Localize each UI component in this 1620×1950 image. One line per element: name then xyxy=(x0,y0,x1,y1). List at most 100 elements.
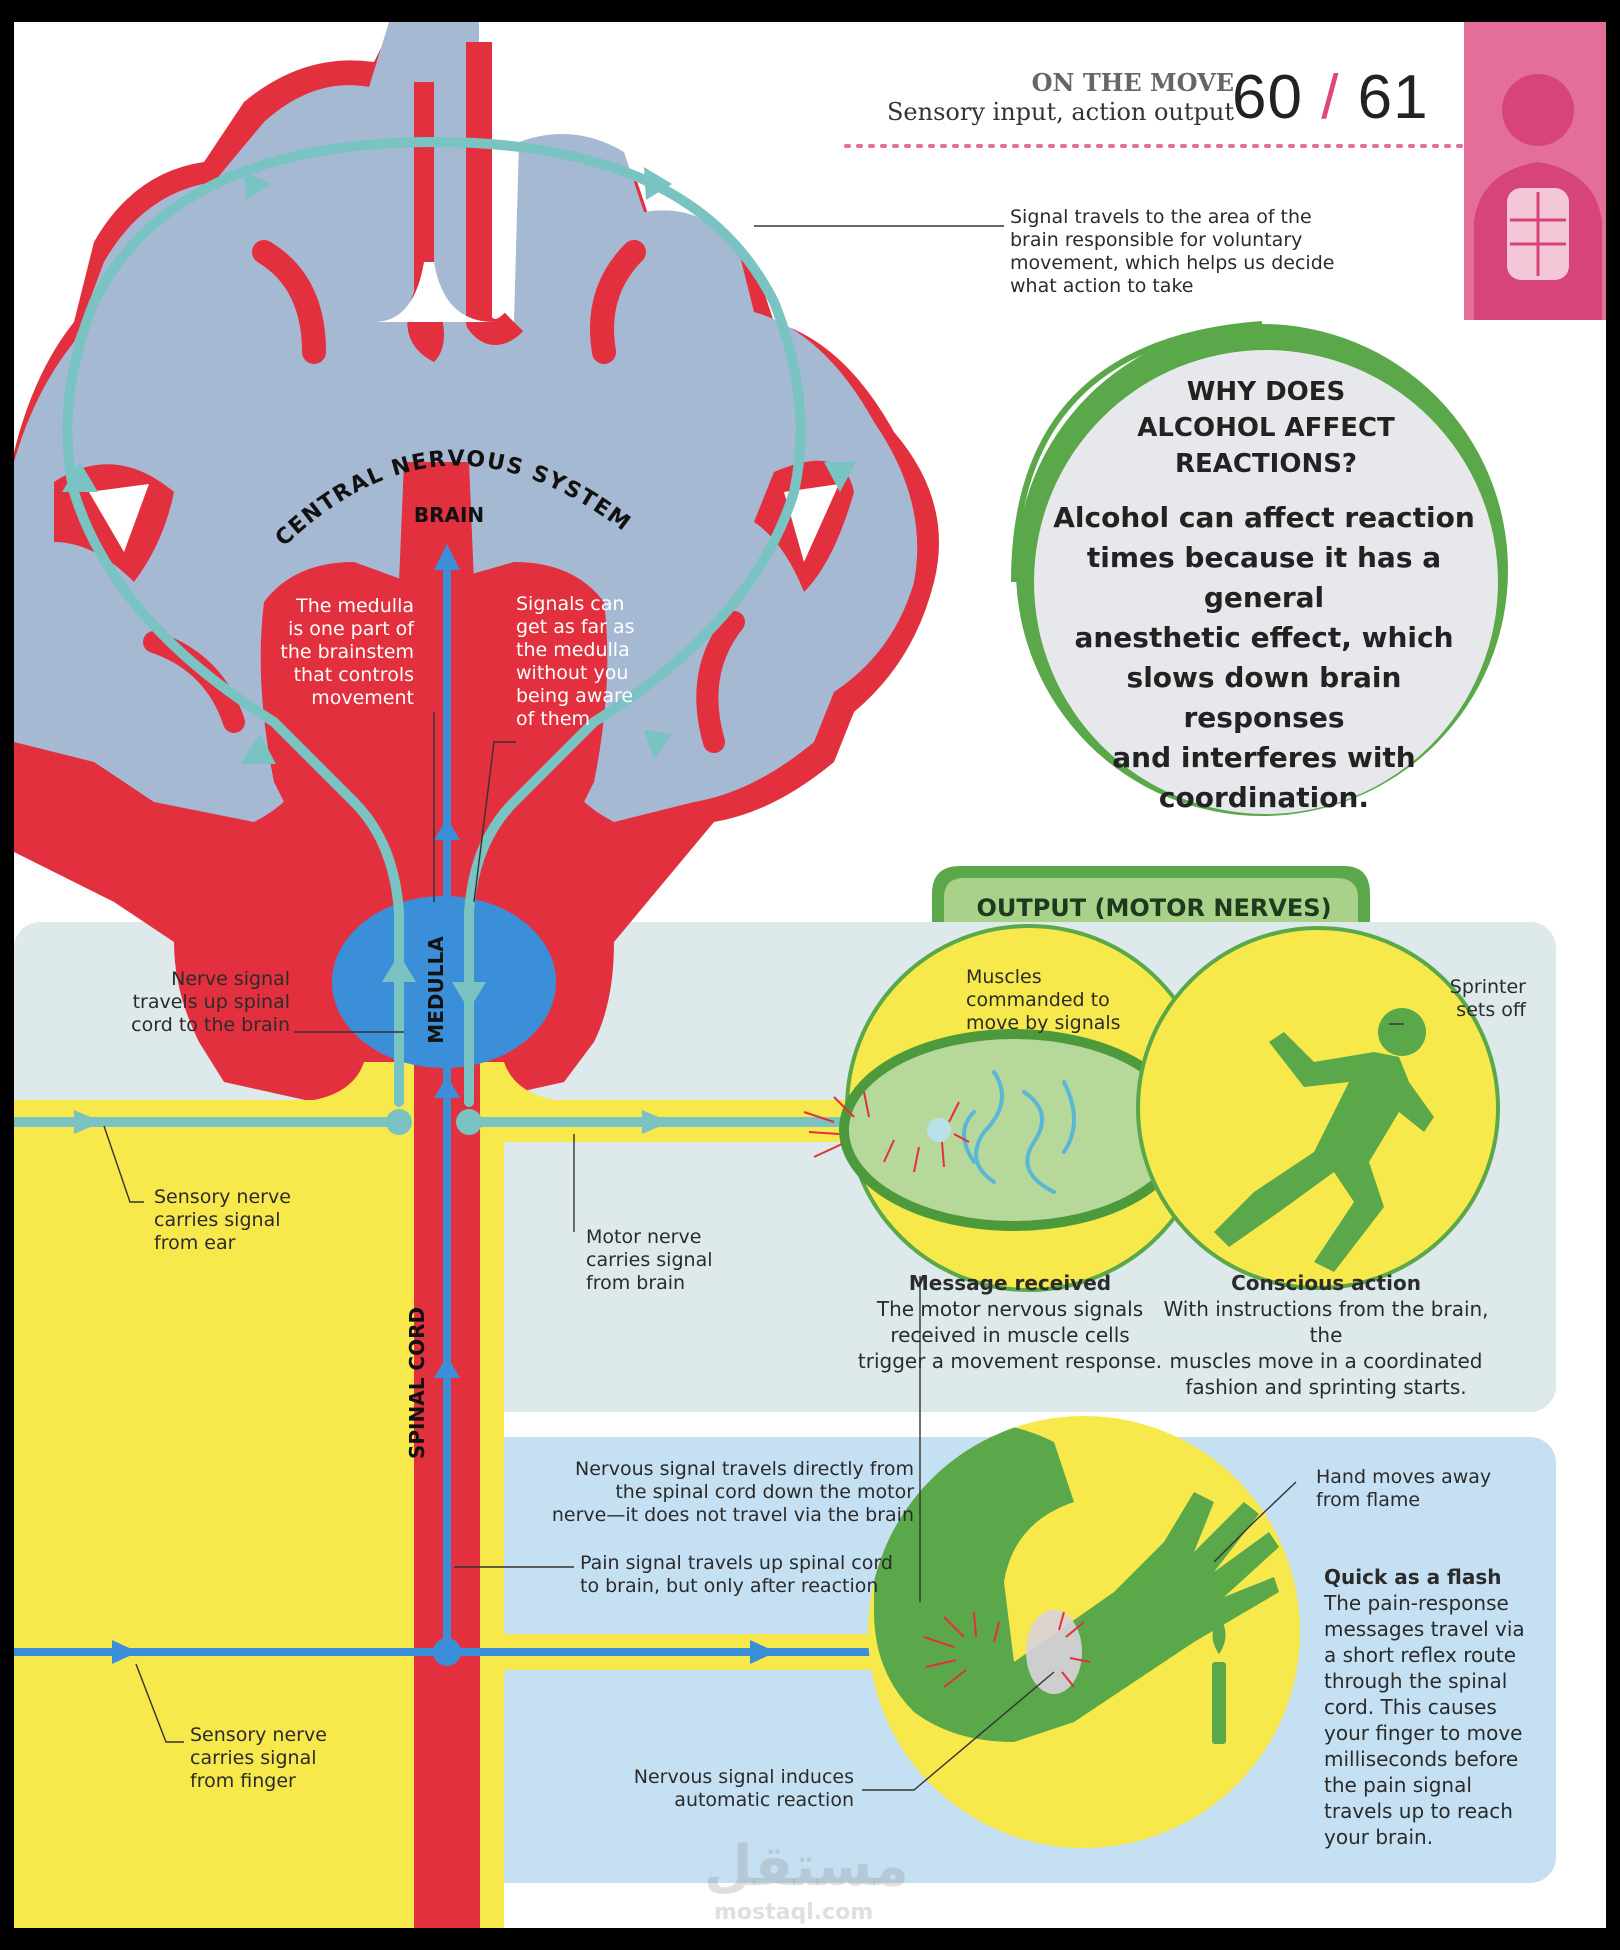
watermark-latin: mostaql.com xyxy=(714,1900,874,1925)
callout-title-line: REACTIONS? xyxy=(1174,449,1358,479)
annotation-line: fashion and sprinting starts. xyxy=(1185,1375,1467,1399)
sprinter-icon xyxy=(1214,1008,1434,1272)
callout-body-line: times because it has a general xyxy=(1086,541,1442,614)
callout-body-line: Alcohol can affect reaction xyxy=(1053,501,1475,534)
annotation-line: received in muscle cells xyxy=(890,1323,1130,1347)
annotation-muscles: Muscles commanded to move by signals xyxy=(966,966,1146,1035)
quick-flash-title: Quick as a flash xyxy=(1324,1565,1502,1589)
svg-text:CENTRAL NERVOUS SYSTEM: CENTRAL NERVOUS SYSTEM xyxy=(271,447,636,552)
annotation-line: of them xyxy=(516,708,591,730)
message-received-title: Message received xyxy=(908,1271,1112,1295)
arm-hand-icon xyxy=(874,1422,1279,1742)
message-received-block: Message received The motor nervous signa… xyxy=(850,1270,1170,1374)
annotation-line: a short reflex route xyxy=(1324,1643,1517,1667)
section-subtitle: Sensory input, action output xyxy=(886,98,1234,126)
annotation-line: milliseconds before xyxy=(1324,1747,1519,1771)
annotation-line: your finger to move xyxy=(1324,1721,1523,1745)
quick-flash-block: Quick as a flash The pain-response messa… xyxy=(1324,1564,1544,1850)
annotation-line: get as far as xyxy=(516,616,635,638)
annotation-line: cord to the brain xyxy=(131,1014,290,1036)
annotation-line: automatic reaction xyxy=(674,1789,854,1811)
annotation-line: without you xyxy=(516,662,629,684)
callout-title-line: WHY DOES xyxy=(1186,377,1346,407)
annotation-line: carries signal xyxy=(154,1209,281,1231)
annotation-line: messages travel via xyxy=(1324,1617,1525,1641)
callout-body-line: and interferes with xyxy=(1112,741,1416,774)
annotation-line: With instructions from the brain, the xyxy=(1163,1297,1489,1347)
annotation-line: carries signal xyxy=(190,1747,317,1769)
annotation-medulla-part: The medulla is one part of the brainstem… xyxy=(276,595,414,710)
annotation-line: from ear xyxy=(154,1232,236,1254)
pain-burst xyxy=(923,1611,1091,1688)
annotation-line: nerve—it does not travel via the brain xyxy=(551,1504,914,1526)
annotation-line: the pain signal xyxy=(1324,1773,1472,1797)
callout-title: WHY DOES ALCOHOL AFFECT REACTIONS? xyxy=(1056,374,1476,482)
nervous-system-diagram xyxy=(14,22,1606,1928)
annotation-line: cord. This causes xyxy=(1324,1695,1497,1719)
annotation-line: Motor nerve xyxy=(586,1226,702,1248)
annotation-line: Sprinter xyxy=(1449,976,1526,998)
page-separator: / xyxy=(1321,63,1340,132)
cns-label: CENTRAL NERVOUS SYSTEM xyxy=(271,447,634,552)
annotation-line: your brain. xyxy=(1324,1825,1434,1849)
annotation-automatic: Nervous signal induces automatic reactio… xyxy=(614,1766,854,1812)
annotation-line: from finger xyxy=(190,1770,296,1792)
conscious-action-title: Conscious action xyxy=(1231,1271,1421,1295)
annotation-line: The medulla xyxy=(296,595,414,617)
section-title: ON THE MOVE xyxy=(1031,68,1234,97)
annotation-line: Nervous signal travels directly from xyxy=(575,1458,914,1480)
annotation-sensory-ear: Sensory nerve carries signal from ear xyxy=(154,1186,354,1255)
annotation-line: movement, which helps us decide xyxy=(1010,252,1335,274)
annotation-line: Nerve signal xyxy=(171,968,290,990)
page-left: 60 xyxy=(1232,63,1303,132)
callout-body-line: coordination. xyxy=(1158,781,1370,814)
brain-shape xyxy=(14,22,939,1102)
watermark-arabic: مستقل xyxy=(704,1834,909,1899)
annotation-line: move by signals xyxy=(966,1012,1121,1034)
annotation-line: muscles move in a coordinated xyxy=(1169,1349,1483,1373)
annotation-line: being aware xyxy=(516,685,634,707)
annotation-line: Sensory nerve xyxy=(154,1186,291,1208)
brain-label: BRAIN xyxy=(413,503,485,527)
annotation-line: Hand moves away xyxy=(1316,1466,1492,1488)
annotation-line: Pain signal travels up spinal cord xyxy=(580,1552,893,1574)
annotation-hand-moves: Hand moves away from flame xyxy=(1316,1466,1516,1512)
annotation-signals-medulla: Signals can get as far as the medulla wi… xyxy=(516,593,656,731)
annotation-line: through the spinal xyxy=(1324,1669,1508,1693)
cns-label-arc: CENTRAL NERVOUS SYSTEM xyxy=(271,447,636,552)
annotation-line: the spinal cord down the motor xyxy=(615,1481,914,1503)
annotation-motor-brain: Motor nerve carries signal from brain xyxy=(586,1226,786,1295)
annotation-line: The pain-response xyxy=(1324,1591,1509,1615)
annotation-line: Signals can xyxy=(516,593,625,615)
annotation-line: is one part of xyxy=(288,618,414,640)
teal-arrowheads xyxy=(62,167,856,1135)
annotation-line: from brain xyxy=(586,1272,686,1294)
annotation-line: Muscles xyxy=(966,966,1042,988)
annotation-line: Sensory nerve xyxy=(190,1724,327,1746)
page-right: 61 xyxy=(1357,63,1429,132)
annotation-line: carries signal xyxy=(586,1249,713,1271)
muscle-fibers xyxy=(962,1070,1076,1194)
annotation-sprinter: Sprinter sets off xyxy=(1414,976,1526,1022)
annotation-line: from flame xyxy=(1316,1489,1421,1511)
annotation-line: The motor nervous signals xyxy=(876,1297,1144,1321)
annotation-direct: Nervous signal travels directly from the… xyxy=(544,1458,914,1527)
spinal-cord-label: SPINAL CORD xyxy=(405,1306,429,1459)
hand-circle xyxy=(868,1416,1300,1848)
callout-body-line: slows down brain responses xyxy=(1126,661,1402,734)
annotation-line: brain responsible for voluntary xyxy=(1010,229,1303,251)
annotation-pain-up: Pain signal travels up spinal cord to br… xyxy=(580,1552,920,1598)
annotation-line: the brainstem xyxy=(280,641,414,663)
callout-title-line: ALCOHOL AFFECT xyxy=(1137,413,1395,443)
candle-icon xyxy=(1212,1614,1226,1744)
annotation-line: to brain, but only after reaction xyxy=(580,1575,879,1597)
output-label: OUTPUT (MOTOR NERVES) xyxy=(976,894,1332,922)
sprinter-circle xyxy=(1136,926,1500,1290)
annotation-line: travels up to reach xyxy=(1324,1799,1513,1823)
annotation-voluntary: Signal travels to the area of the brain … xyxy=(1010,206,1350,298)
annotation-line: the medulla xyxy=(516,639,630,661)
annotation-line: trigger a movement response. xyxy=(857,1349,1163,1373)
muscle-circle xyxy=(803,924,1213,1292)
callout-body: Alcohol can affect reaction times becaus… xyxy=(1044,498,1484,818)
medulla-label: MEDULLA xyxy=(424,936,448,1044)
